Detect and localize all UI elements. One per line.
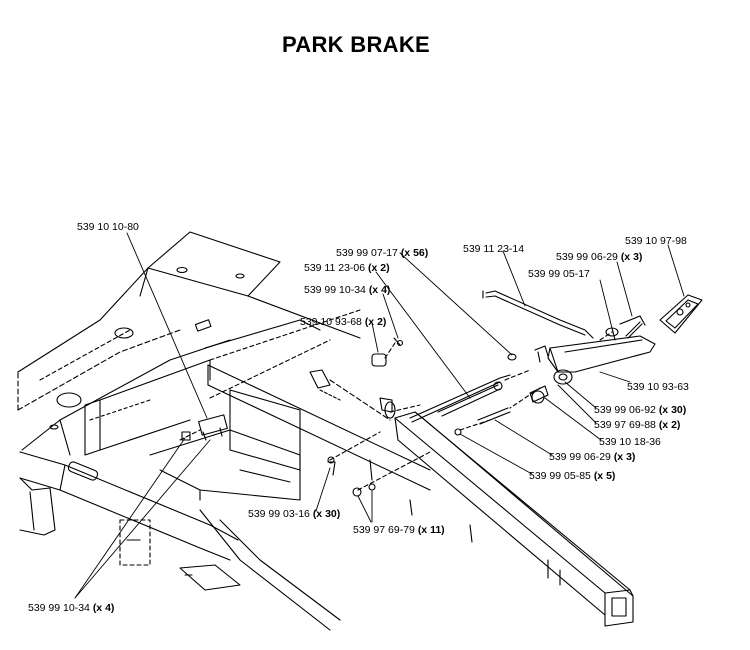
brake-rod-assembly	[410, 291, 593, 422]
callout-part-number: 539 99 03-16	[248, 508, 310, 520]
callout-539-99-05-85: 539 99 05-85 (x 5)	[529, 470, 615, 482]
callout-539-99-06-92: 539 99 06-92 (x 30)	[594, 404, 686, 416]
callout-part-number: 539 99 10-34	[28, 602, 90, 614]
callout-quantity: (x 2)	[658, 419, 681, 431]
callout-part-number: 539 10 93-63	[627, 381, 689, 393]
callout-539-10-93-63: 539 10 93-63	[627, 381, 689, 393]
callout-539-10-93-68: 539 10 93-68 (x 2)	[300, 316, 386, 328]
leader-lines	[75, 233, 684, 598]
callout-quantity: (x 2)	[364, 316, 387, 328]
callout-539-10-97-98: 539 10 97-98	[625, 235, 687, 247]
callout-539-10-18-36: 539 10 18-36	[599, 436, 661, 448]
callout-part-number: 539 99 10-34	[304, 284, 366, 296]
callout-part-number: 539 99 06-29	[556, 251, 618, 263]
callout-part-number: 539 11 23-06	[304, 262, 366, 274]
callout-quantity: (x 4)	[92, 602, 115, 614]
brake-lever	[535, 316, 655, 384]
callout-part-number: 539 99 05-85	[529, 470, 591, 482]
callout-quantity: (x 11)	[417, 524, 445, 536]
callout-quantity: (x 30)	[658, 404, 687, 416]
assembly-lines	[180, 332, 612, 490]
callout-quantity: (x 3)	[613, 451, 636, 463]
callout-part-number: 539 99 06-29	[549, 451, 611, 463]
callout-quantity: (x 56)	[400, 247, 429, 259]
callout-part-number: 539 10 93-68	[300, 316, 362, 328]
callout-539-99-05-17: 539 99 05-17	[528, 268, 590, 280]
callout-539-99-03-16: 539 99 03-16 (x 30)	[248, 508, 340, 520]
callout-quantity: (x 3)	[620, 251, 643, 263]
callout-part-number: 539 97 69-79	[353, 524, 415, 536]
callout-part-number: 539 10 97-98	[625, 235, 687, 247]
fasteners	[182, 322, 642, 496]
callout-539-99-07-17: 539 99 07-17 (x 56)	[336, 247, 428, 259]
callout-539-99-06-29-upper: 539 99 06-29 (x 3)	[556, 251, 642, 263]
callout-539-10-10-80: 539 10 10-80	[77, 221, 139, 233]
callout-part-number: 539 99 07-17	[336, 247, 398, 259]
callout-539-99-10-34-upper: 539 99 10-34 (x 4)	[304, 284, 390, 296]
callout-part-number: 539 99 06-92	[594, 404, 656, 416]
callout-quantity: (x 5)	[593, 470, 616, 482]
callout-539-99-06-29-lower: 539 99 06-29 (x 3)	[549, 451, 635, 463]
handle-knob	[660, 295, 702, 333]
callout-539-99-10-34-lower: 539 99 10-34 (x 4)	[28, 602, 114, 614]
callout-539-11-23-06: 539 11 23-06 (x 2)	[304, 262, 390, 274]
callout-539-11-23-14: 539 11 23-14	[463, 243, 524, 255]
callout-539-97-69-88: 539 97 69-88 (x 2)	[594, 419, 680, 431]
callout-quantity: (x 30)	[312, 508, 341, 520]
callout-539-97-69-79: 539 97 69-79 (x 11)	[353, 524, 445, 536]
callout-quantity: (x 2)	[368, 262, 390, 274]
callout-part-number: 539 10 10-80	[77, 221, 139, 233]
callout-part-number: 539 99 05-17	[528, 268, 590, 280]
callout-part-number: 539 97 69-88	[594, 419, 656, 431]
callout-part-number: 539 10 18-36	[599, 436, 661, 448]
chassis-frame	[18, 232, 430, 590]
page-title: PARK BRAKE	[281, 32, 431, 57]
callout-part-number: 539 11 23-14	[463, 243, 525, 255]
callout-quantity: (x 4)	[368, 284, 391, 296]
